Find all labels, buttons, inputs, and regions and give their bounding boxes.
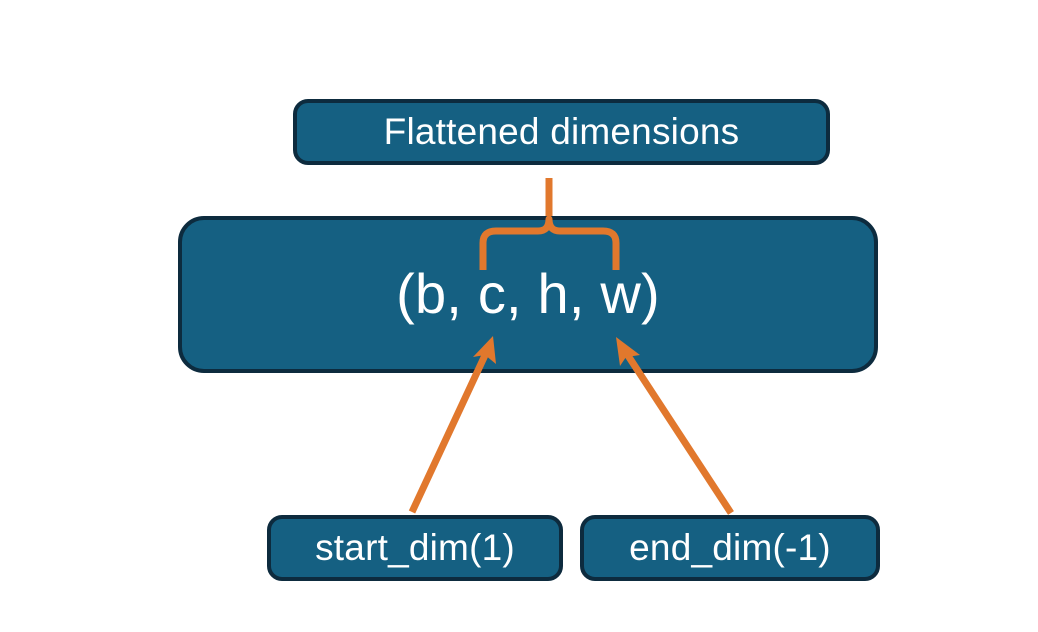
start-dim-label: start_dim(1) (315, 527, 515, 568)
end-dim-label: end_dim(-1) (629, 527, 831, 568)
flattened-dimensions-label: Flattened dimensions (383, 111, 740, 152)
tensor-shape-label: (b, c, h, w) (396, 262, 660, 325)
flattened-dimensions-box[interactable]: Flattened dimensions (293, 99, 830, 165)
start-dim-box[interactable]: start_dim(1) (267, 515, 563, 581)
tensor-shape-box[interactable]: (b, c, h, w) (178, 216, 878, 373)
end-dim-box[interactable]: end_dim(-1) (580, 515, 880, 581)
